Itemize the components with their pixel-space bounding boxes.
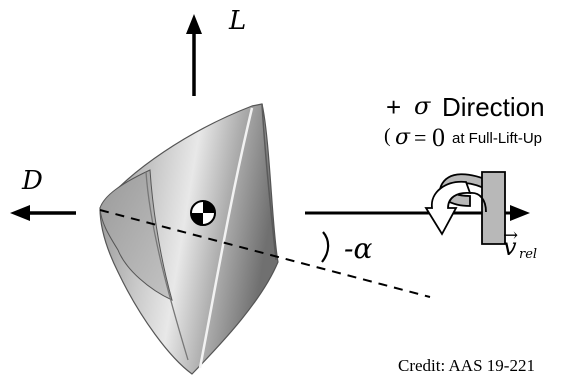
lift-label: L — [229, 6, 247, 36]
velocity-arrow — [305, 205, 530, 221]
bank-condition-note: ( σ = 0 at Full-Lift-Up — [384, 125, 578, 155]
drag-label: D — [22, 166, 43, 196]
bank-direction-title: + σ Direction — [386, 92, 578, 126]
condition-equals: = — [414, 125, 427, 150]
condition-sigma: σ — [395, 125, 411, 150]
body-axis-line — [99, 209, 431, 298]
velocity-symbol: v — [503, 233, 517, 261]
drag-arrow — [10, 205, 76, 221]
velocity-vector-mark: → — [503, 225, 519, 246]
bank-rotation-arrow — [424, 171, 506, 245]
condition-text: at Full-Lift-Up — [452, 130, 543, 147]
center-of-gravity-icon — [190, 200, 216, 226]
angle-of-attack-label: -α — [344, 232, 373, 265]
angle-of-attack-arc — [321, 231, 330, 263]
relative-velocity-label: → v rel — [499, 225, 559, 265]
condition-open-paren: ( — [384, 125, 391, 147]
bank-direction-word: Direction — [442, 92, 545, 122]
bank-plus: + — [386, 92, 402, 122]
credit-text: Credit: AAS 19-221 — [398, 356, 535, 375]
lift-arrow — [186, 14, 202, 96]
capsule-body — [99, 103, 279, 375]
velocity-subscript: rel — [519, 247, 538, 262]
bank-sigma: σ — [414, 92, 431, 120]
condition-zero: 0 — [432, 125, 445, 152]
